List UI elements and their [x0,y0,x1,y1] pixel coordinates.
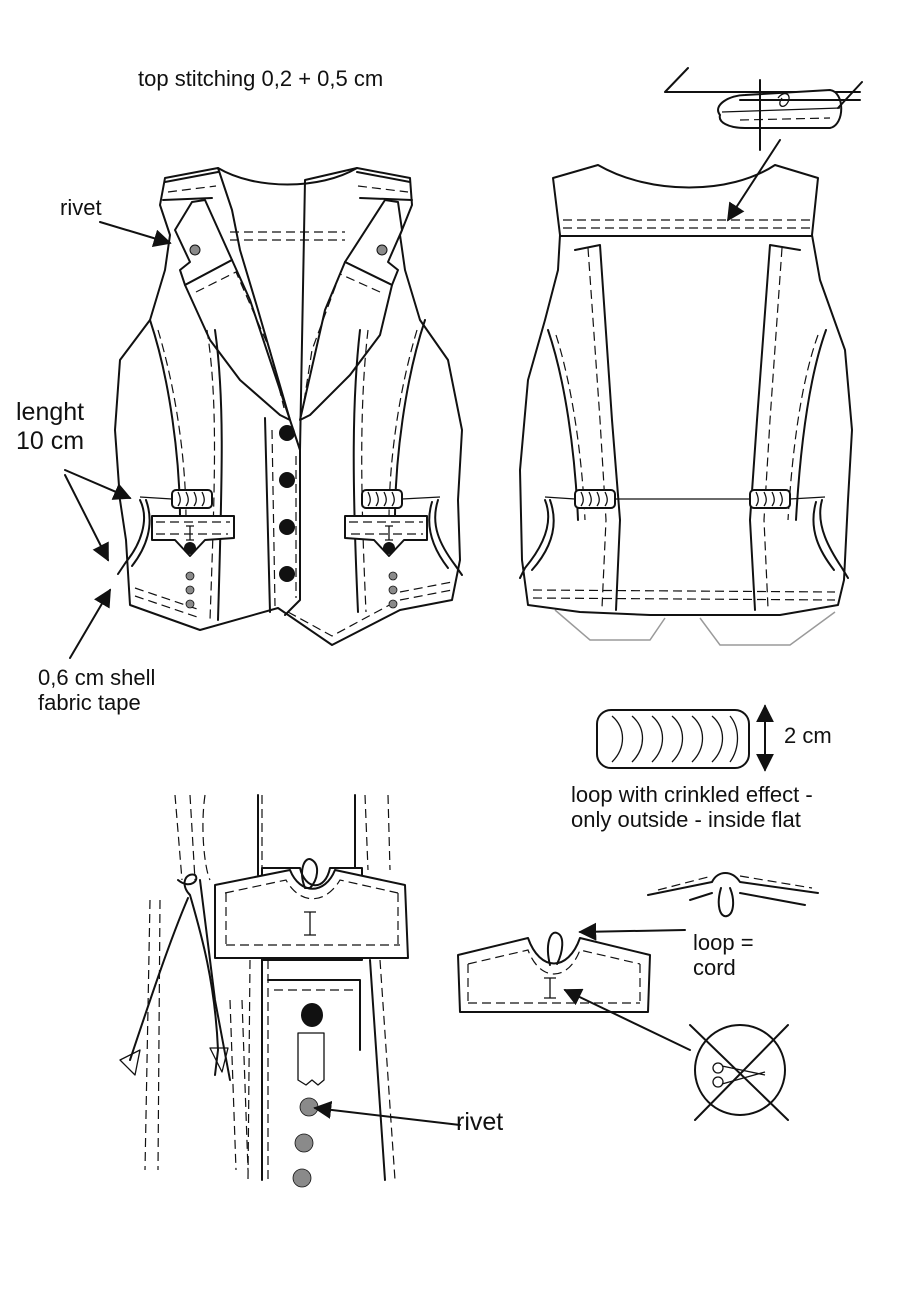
front-vest-drawing [114,167,463,646]
fabric-tape-label: 0,6 cm shell fabric tape [38,665,155,716]
pocket-closeup-drawing [119,794,409,1188]
back-vest-drawing [519,164,853,646]
rivet [189,244,201,256]
button [279,425,295,441]
length-label-line2: 10 cm [16,426,85,455]
length-label-line1: lenght [16,398,85,426]
button [279,566,295,582]
loop-note-line2: only outside - inside flat [571,807,801,833]
fold-seam-icon [664,67,863,151]
rivet-label-bottom: rivet [456,1108,504,1136]
button [279,519,295,535]
loop-note-label: loop with crinkled effect - only outside… [571,782,813,833]
length-label: lenght 10 cm [16,398,84,456]
rivet-label: rivet [60,195,102,220]
top-stitching-label: top stitching 0,2 + 0,5 cm [138,66,384,91]
rivet [376,244,388,256]
loop-cord-line1: loop = [693,930,754,955]
loop-height-label: 2 cm [784,723,832,748]
fabric-tape-line1: 0,6 cm shell [38,665,156,690]
crinkled-loop-detail [596,704,774,772]
loop-cord-label: loop = cord [693,930,754,981]
loop-note-line1: loop with crinkled effect - [571,782,813,807]
button [279,472,295,488]
crossed-out-symbol [689,1024,789,1121]
loop-cord-line2: cord [693,955,736,981]
scissors-icon [712,1062,766,1088]
flap-cord-detail [457,872,819,1013]
fabric-tape-line2: fabric tape [38,690,141,716]
arrow-icon [64,139,781,1126]
